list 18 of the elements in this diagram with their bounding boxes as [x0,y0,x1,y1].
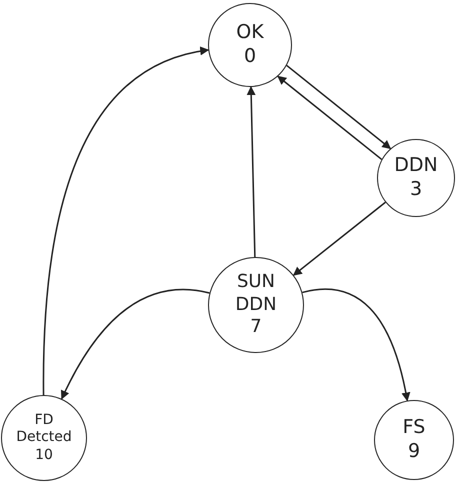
transition-arrow [246,86,256,258]
transition-arrow [292,202,386,276]
state-label: 10 [35,446,53,464]
state-label: 9 [408,440,420,464]
state-label: Detcted [16,429,72,447]
state-label: FD [34,412,54,430]
transition-arrow [286,64,392,150]
transition-arrow [302,288,410,402]
state-label: DDN [235,294,277,316]
state-label: 7 [250,316,262,339]
state-label: OK [236,21,264,45]
state-label: DDN [394,154,438,178]
state-label: 0 [244,45,256,69]
state-label: 3 [410,178,422,202]
state-label: FS [402,416,426,440]
transition-arrow [42,47,210,396]
transition-arrow [277,76,382,160]
state-label: SUN [236,271,276,294]
